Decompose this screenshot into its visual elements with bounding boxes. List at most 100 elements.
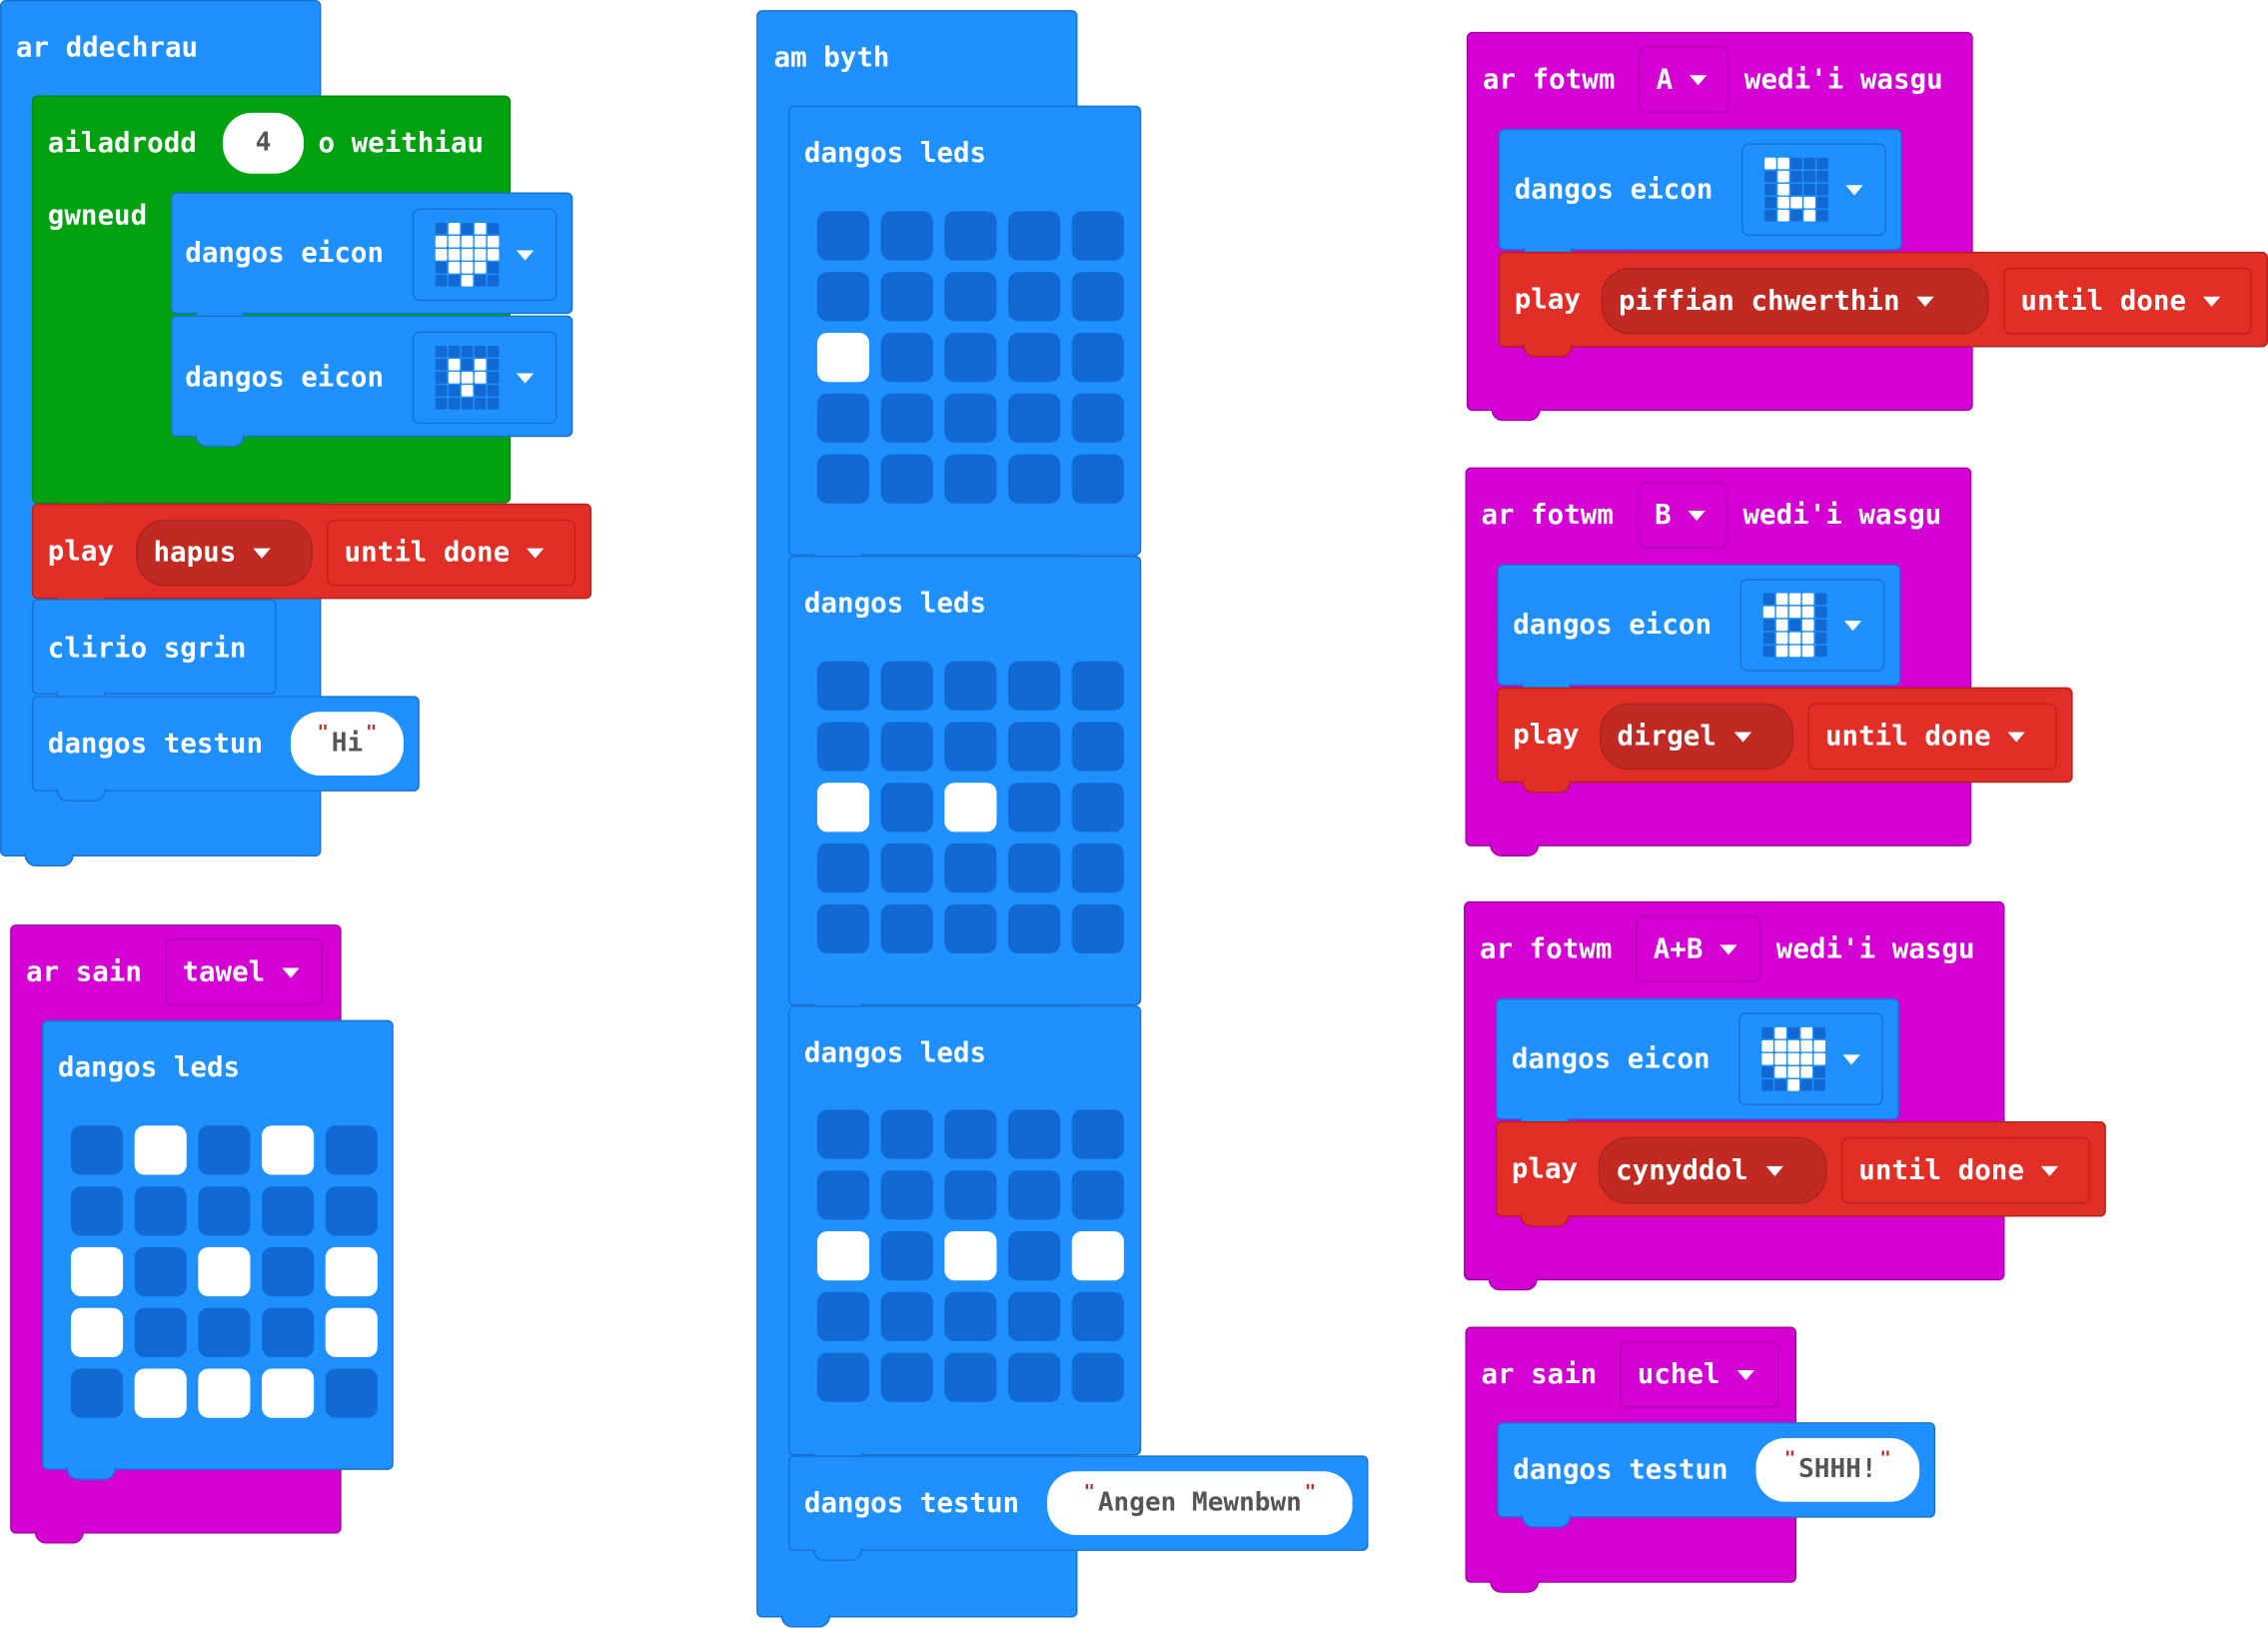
led-cell[interactable] — [944, 1170, 997, 1220]
icon-dropdown[interactable] — [1741, 143, 1886, 236]
icon-dropdown[interactable] — [1738, 1012, 1883, 1106]
led-cell[interactable] — [1008, 454, 1061, 504]
led-cell[interactable] — [944, 1230, 997, 1281]
led-cell[interactable] — [1008, 722, 1061, 772]
led-cell[interactable] — [70, 1307, 124, 1357]
led-cell[interactable] — [1071, 393, 1124, 443]
led-cell[interactable] — [880, 843, 933, 893]
string-input[interactable]: "SHHH!" — [1755, 1438, 1920, 1502]
led-cell[interactable] — [880, 393, 933, 443]
sound-level-dropdown[interactable]: uchel — [1620, 1341, 1779, 1408]
led-cell[interactable] — [1008, 1230, 1061, 1281]
led-cell[interactable] — [944, 661, 997, 711]
button-dropdown[interactable]: A — [1639, 46, 1729, 113]
led-cell[interactable] — [325, 1307, 378, 1357]
led-cell[interactable] — [262, 1368, 315, 1418]
led-grid[interactable] — [70, 1125, 378, 1418]
led-cell[interactable] — [262, 1125, 315, 1175]
led-grid[interactable] — [816, 211, 1124, 504]
led-cell[interactable] — [1071, 454, 1124, 504]
led-cell[interactable] — [1071, 903, 1124, 954]
melody-dropdown[interactable]: hapus — [136, 519, 313, 587]
led-cell[interactable] — [325, 1246, 378, 1297]
led-cell[interactable] — [816, 661, 870, 711]
led-cell[interactable] — [816, 272, 870, 322]
led-cell[interactable] — [816, 1230, 870, 1281]
icon-dropdown[interactable] — [1739, 579, 1885, 672]
led-cell[interactable] — [134, 1246, 187, 1297]
led-cell[interactable] — [1071, 332, 1124, 383]
led-cell[interactable] — [880, 1109, 933, 1159]
led-cell[interactable] — [1008, 1352, 1061, 1402]
led-cell[interactable] — [262, 1307, 315, 1357]
melody-dropdown[interactable]: cynyddol — [1598, 1136, 1827, 1204]
led-cell[interactable] — [880, 783, 933, 832]
led-cell[interactable] — [816, 393, 870, 443]
led-cell[interactable] — [1008, 843, 1061, 893]
led-cell[interactable] — [198, 1186, 251, 1236]
led-cell[interactable] — [1071, 661, 1124, 711]
led-cell[interactable] — [944, 272, 997, 322]
led-cell[interactable] — [944, 1291, 997, 1342]
led-cell[interactable] — [198, 1246, 251, 1297]
play-mode-dropdown[interactable]: until done — [327, 519, 576, 587]
led-cell[interactable] — [880, 1170, 933, 1220]
play-mode-dropdown[interactable]: until done — [2003, 267, 2253, 335]
melody-dropdown[interactable]: dirgel — [1600, 703, 1794, 771]
led-cell[interactable] — [1071, 1230, 1124, 1281]
led-cell[interactable] — [1071, 272, 1124, 322]
string-input[interactable]: "Angen Mewnbwn" — [1047, 1471, 1353, 1536]
led-cell[interactable] — [880, 454, 933, 504]
button-dropdown[interactable]: A+B — [1636, 915, 1760, 982]
led-cell[interactable] — [70, 1186, 124, 1236]
string-input[interactable]: "Hi" — [290, 712, 404, 776]
led-cell[interactable] — [816, 454, 870, 504]
play-mode-dropdown[interactable]: until done — [1807, 703, 2057, 771]
led-cell[interactable] — [198, 1125, 251, 1175]
led-grid[interactable] — [816, 661, 1124, 954]
led-cell[interactable] — [262, 1246, 315, 1297]
led-cell[interactable] — [880, 722, 933, 772]
led-cell[interactable] — [325, 1125, 378, 1175]
led-cell[interactable] — [816, 1170, 870, 1220]
led-cell[interactable] — [816, 1109, 870, 1159]
led-cell[interactable] — [880, 903, 933, 954]
led-cell[interactable] — [880, 272, 933, 322]
led-cell[interactable] — [944, 211, 997, 261]
led-cell[interactable] — [816, 903, 870, 954]
led-cell[interactable] — [1008, 211, 1061, 261]
repeat-count-input[interactable]: 4 — [222, 112, 305, 174]
led-cell[interactable] — [1008, 783, 1061, 832]
led-cell[interactable] — [816, 211, 870, 261]
led-cell[interactable] — [262, 1186, 315, 1236]
led-cell[interactable] — [134, 1125, 187, 1175]
led-cell[interactable] — [1008, 332, 1061, 383]
led-cell[interactable] — [1008, 1170, 1061, 1220]
led-cell[interactable] — [880, 1352, 933, 1402]
led-cell[interactable] — [816, 722, 870, 772]
led-cell[interactable] — [134, 1307, 187, 1357]
led-cell[interactable] — [134, 1368, 187, 1418]
led-cell[interactable] — [134, 1186, 187, 1236]
led-cell[interactable] — [1071, 783, 1124, 832]
led-cell[interactable] — [70, 1125, 124, 1175]
led-cell[interactable] — [944, 843, 997, 893]
led-cell[interactable] — [70, 1368, 124, 1418]
led-cell[interactable] — [1008, 272, 1061, 322]
led-cell[interactable] — [944, 393, 997, 443]
led-cell[interactable] — [816, 783, 870, 832]
led-cell[interactable] — [1071, 1352, 1124, 1402]
led-cell[interactable] — [1071, 1109, 1124, 1159]
led-cell[interactable] — [325, 1186, 378, 1236]
led-cell[interactable] — [325, 1368, 378, 1418]
led-cell[interactable] — [944, 1352, 997, 1402]
led-cell[interactable] — [816, 1352, 870, 1402]
led-cell[interactable] — [880, 661, 933, 711]
led-cell[interactable] — [1071, 1170, 1124, 1220]
led-cell[interactable] — [944, 783, 997, 832]
led-cell[interactable] — [198, 1368, 251, 1418]
melody-dropdown[interactable]: piffian chwerthin — [1601, 267, 1989, 335]
icon-dropdown[interactable] — [412, 208, 558, 302]
led-cell[interactable] — [880, 1291, 933, 1342]
led-cell[interactable] — [1071, 843, 1124, 893]
